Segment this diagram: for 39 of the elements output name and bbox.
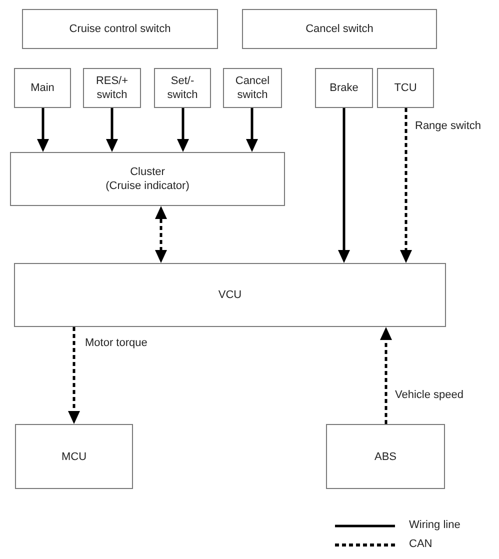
- node-label: ABS: [374, 450, 396, 464]
- legend-label: CAN: [409, 538, 432, 551]
- control-unit-box: [326, 424, 445, 489]
- legend-label: Wiring line: [409, 519, 460, 532]
- arrow: [177, 108, 189, 152]
- group-header-box: [242, 9, 437, 49]
- control-unit-box: [377, 68, 434, 108]
- node-label: VCU: [218, 288, 242, 302]
- edge-label: Motor torque: [85, 337, 148, 350]
- switch-box: [83, 68, 141, 108]
- dashed-arrow: [68, 327, 80, 424]
- node-label: (Cruise indicator): [106, 179, 190, 193]
- node-label: Set/- switch: [166, 74, 199, 102]
- edge-label: Vehicle speed: [395, 389, 464, 402]
- node-label: Cancel switch: [306, 22, 374, 36]
- edge-label: Range switch: [415, 120, 482, 133]
- arrow: [246, 108, 258, 152]
- node-label: TCU: [394, 81, 417, 95]
- node-label: Brake: [330, 81, 358, 95]
- arrow: [338, 108, 350, 263]
- dashed-arrow: [155, 206, 167, 263]
- node-label: Main: [30, 81, 54, 95]
- control-unit-box: [15, 424, 133, 489]
- control-unit-box: [14, 263, 446, 327]
- cluster-box: [10, 152, 285, 206]
- arrow: [37, 108, 49, 152]
- dashed-arrow: [400, 108, 412, 263]
- switch-box: [154, 68, 211, 108]
- node-label: Cluster: [130, 165, 165, 179]
- group-header-box: [22, 9, 218, 49]
- input-box: [315, 68, 373, 108]
- dashed-arrow: [380, 327, 392, 424]
- switch-box: [223, 68, 282, 108]
- switch-box: [14, 68, 71, 108]
- node-label: Cruise control switch: [69, 22, 171, 36]
- node-label: Cancel switch: [234, 74, 271, 102]
- node-label: MCU: [61, 450, 87, 464]
- node-label: RES/+ switch: [94, 74, 130, 102]
- arrow: [106, 108, 118, 152]
